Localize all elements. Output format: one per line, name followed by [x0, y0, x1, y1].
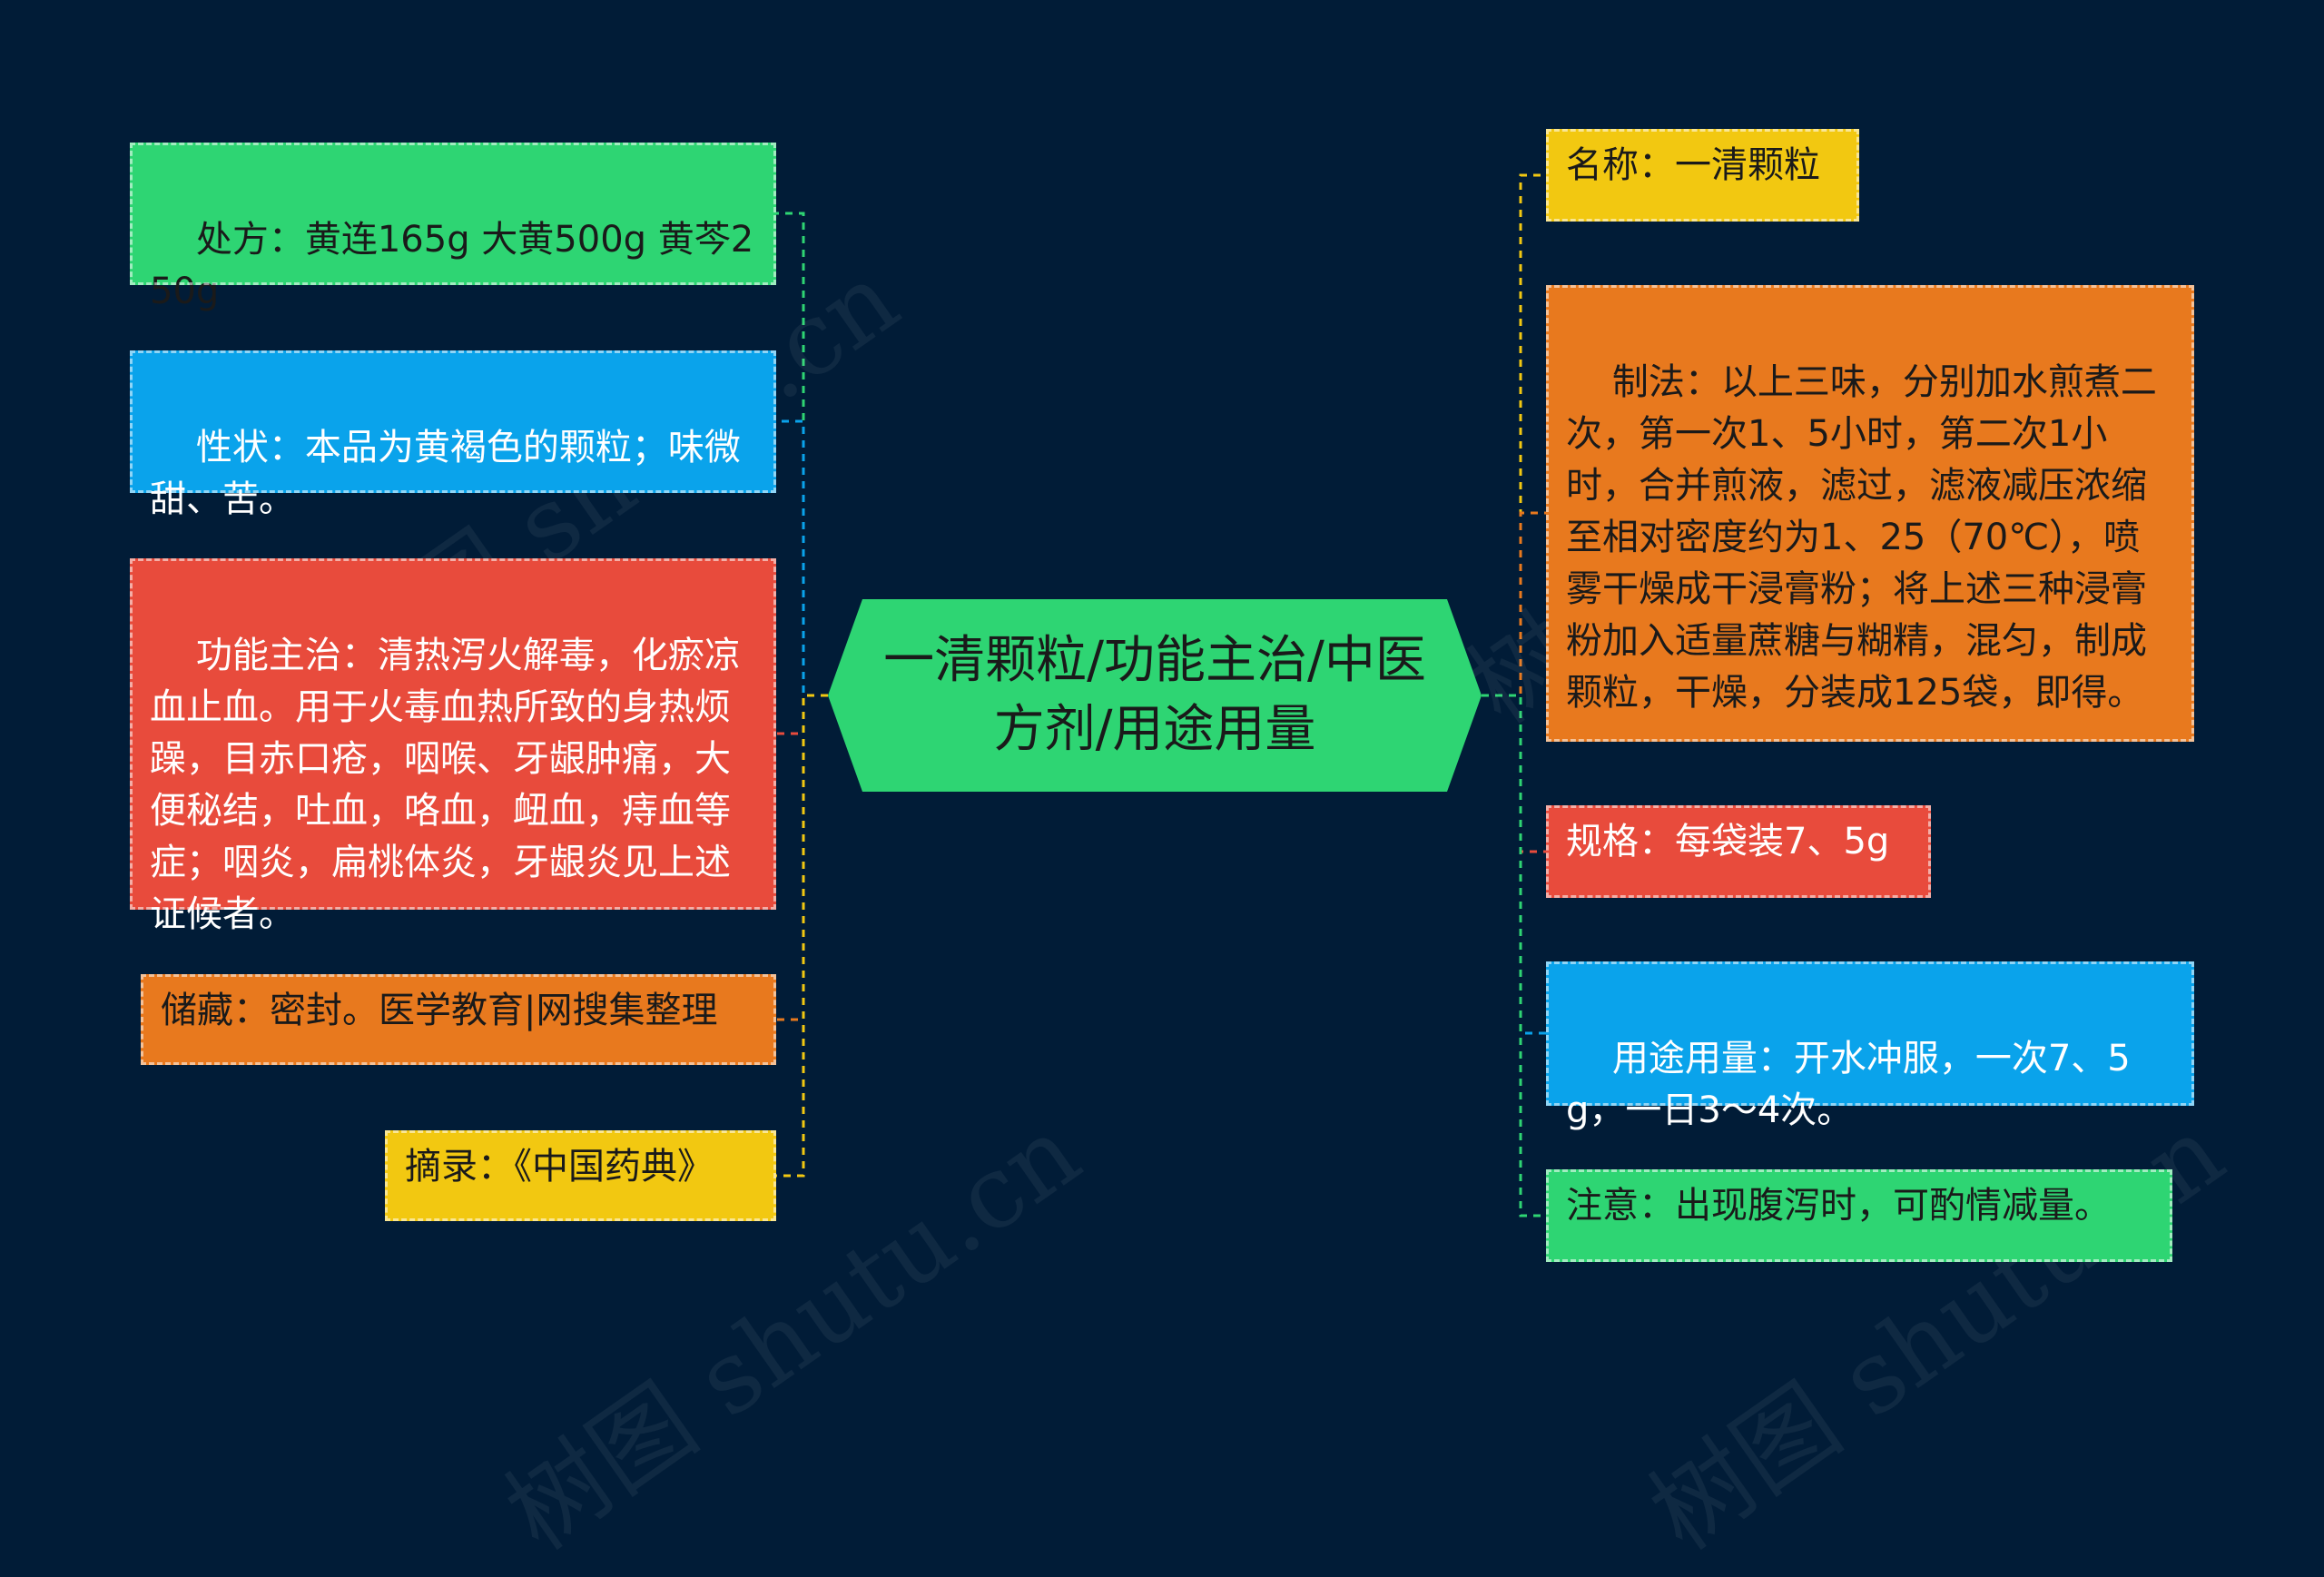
- node-caution-text: 注意：出现腹泻时，可酌情减量。: [1566, 1185, 2111, 1227]
- connector-lines: [776, 173, 1546, 1217]
- node-prescription[interactable]: 处方：黄连165g 大黄500g 黄芩250g: [130, 143, 776, 312]
- node-caution[interactable]: 注意：出现腹泻时，可酌情减量。: [1546, 1169, 2172, 1262]
- node-name[interactable]: 名称：一清颗粒: [1546, 129, 1859, 222]
- node-source-text: 摘录：《中国药典》: [405, 1146, 714, 1188]
- connector-appearance: [776, 419, 828, 697]
- node-dosage-text: 用途用量：开水冲服，一次7、5g，一日3～4次。: [1566, 1038, 2131, 1131]
- node-source[interactable]: 摘录：《中国药典》: [385, 1130, 776, 1221]
- central-topic-shape: [828, 599, 1482, 792]
- central-topic-title: 一清颗粒/功能主治/中医方剂/用途用量: [883, 631, 1426, 759]
- node-prescription-text: 处方：黄连165g 大黄500g 黄芩250g: [150, 219, 754, 312]
- node-specification[interactable]: 规格：每袋装7、5g: [1546, 805, 1931, 898]
- node-storage-text: 储藏：密封。医学教育|网搜集整理: [161, 990, 718, 1031]
- node-preparation-text: 制法：以上三味，分别加水煎煮二次，第一次1、5小时，第二次1小时，合并煎液，滤过…: [1566, 361, 2157, 714]
- node-specification-text: 规格：每袋装7、5g: [1566, 821, 1890, 862]
- connector-source: [776, 694, 828, 1178]
- node-indications[interactable]: 功能主治：清热泻火解毒，化瘀凉血止血。用于火毒血热所致的身热烦躁，目赤口疮，咽喉…: [130, 558, 776, 935]
- connector-dosage: [1482, 694, 1546, 1035]
- node-preparation[interactable]: 制法：以上三味，分别加水煎煮二次，第一次1、5小时，第二次1小时，合并煎液，滤过…: [1546, 285, 2194, 742]
- node-storage[interactable]: 储藏：密封。医学教育|网搜集整理: [141, 974, 776, 1065]
- node-name-text: 名称：一清颗粒: [1566, 144, 1820, 186]
- connector-caution: [1482, 694, 1546, 1217]
- node-dosage[interactable]: 用途用量：开水冲服，一次7、5g，一日3～4次。: [1546, 961, 2194, 1131]
- node-appearance-text: 性状：本品为黄褐色的颗粒；味微甜、苦。: [150, 427, 741, 520]
- node-appearance[interactable]: 性状：本品为黄褐色的颗粒；味微甜、苦。: [130, 350, 776, 520]
- mind-map: 树图 shutu.cn 树图 shutu.cn 树图 shutu.cn 树图 s…: [130, 129, 2244, 1572]
- central-topic[interactable]: 一清颗粒/功能主治/中医方剂/用途用量: [828, 599, 1482, 792]
- node-indications-text: 功能主治：清热泻火解毒，化瘀凉血止血。用于火毒血热所致的身热烦躁，目赤口疮，咽喉…: [150, 635, 741, 935]
